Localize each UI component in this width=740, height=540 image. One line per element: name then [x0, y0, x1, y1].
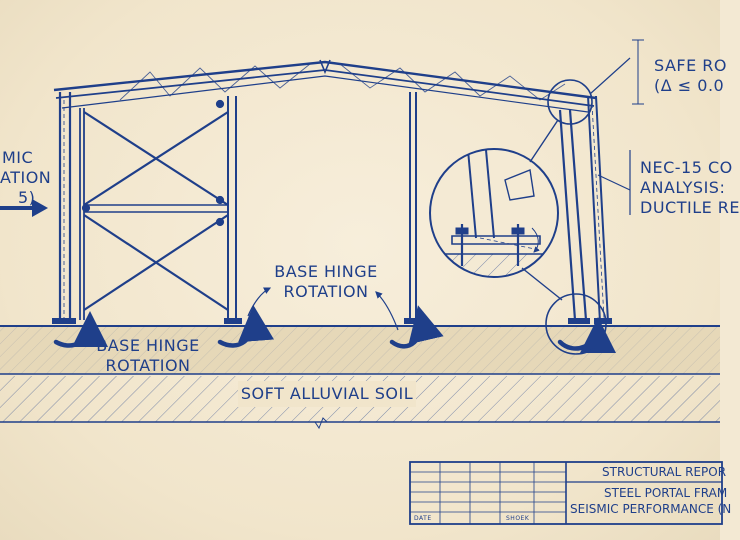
safe-rotation-label: SAFE RO (Δ ≤ 0.0	[654, 56, 727, 96]
base-hinge-left-line2: ROTATION	[105, 356, 191, 375]
base-hinge-center-line2: ROTATION	[283, 282, 369, 301]
hinge-rotation-arrows	[53, 305, 616, 354]
annotation-leaders	[247, 39, 644, 331]
nec-line3: DUCTILE RE	[640, 198, 740, 217]
nec-analysis-label: NEC-15 CO ANALYSIS: DUCTILE RE	[640, 158, 740, 218]
seismic-line1: MIC	[2, 148, 34, 167]
seismic-line3: 5)	[18, 188, 36, 207]
base-plates	[52, 318, 612, 324]
soil-label: SOFT ALLUVIAL SOIL	[240, 384, 414, 403]
base-hinge-center-line1: BASE HINGE	[274, 262, 378, 281]
safe-rotation-line2: (Δ ≤ 0.0	[654, 76, 725, 95]
base-hinge-left-line1: BASE HINGE	[96, 336, 200, 355]
seismic-excitation-label: MIC ATION 5)	[0, 148, 51, 208]
soil-layer	[0, 376, 720, 430]
seismic-force-arrow	[0, 199, 48, 217]
seismic-line2: ATION	[0, 168, 52, 187]
portal-frame-drawing	[0, 39, 723, 525]
nec-line2: ANALYSIS:	[640, 178, 726, 197]
title-block-line2: STEEL PORTAL FRAM	[604, 486, 728, 500]
title-block-line1: STRUCTURAL REPOR	[602, 465, 727, 479]
cross-bracing	[81, 99, 229, 311]
joint-highlight-circle	[547, 79, 593, 125]
title-block-frame	[409, 461, 723, 525]
base-hinge-left-label: BASE HINGE ROTATION	[88, 336, 208, 376]
hinge-highlight-circle	[545, 293, 607, 355]
title-block-shoek-label: SHOEK	[506, 515, 530, 522]
steel-columns	[58, 92, 609, 323]
roof-rafters	[53, 59, 597, 113]
title-block-line3: SEISMIC PERFORMANCE (N	[570, 502, 732, 516]
nec-line1: NEC-15 CO	[640, 158, 733, 177]
safe-rotation-line1: SAFE RO	[654, 56, 728, 75]
base-hinge-center-label: BASE HINGE ROTATION	[266, 262, 386, 302]
title-block-date-label: DATE	[414, 515, 432, 522]
base-detail-callout	[429, 119, 563, 301]
